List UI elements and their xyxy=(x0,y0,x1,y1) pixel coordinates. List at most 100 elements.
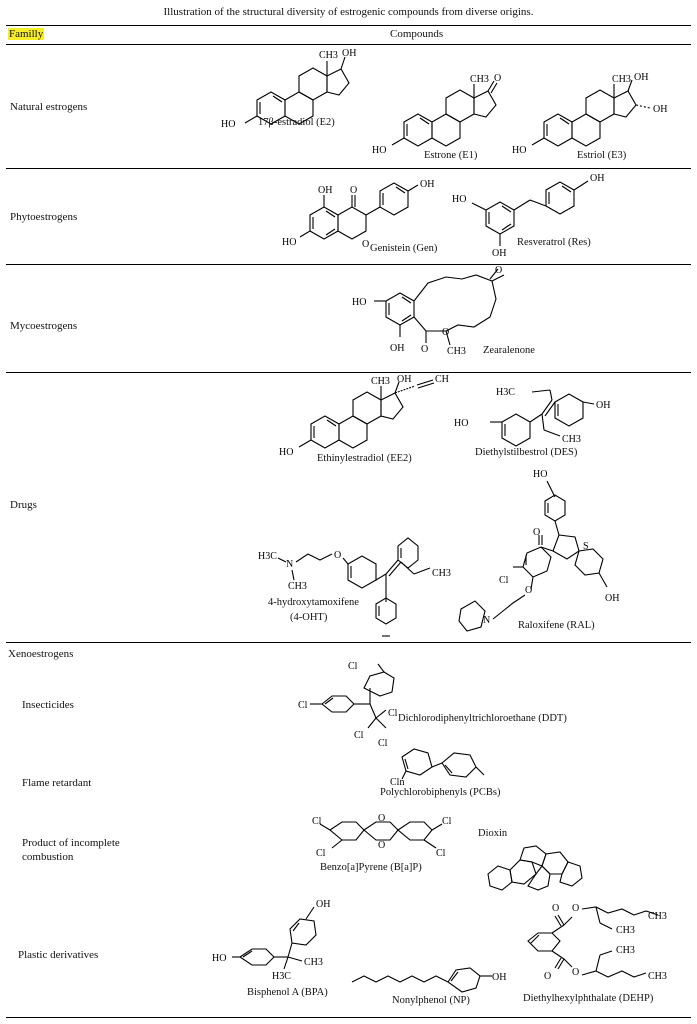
hydroxyl-label: OH xyxy=(634,72,648,83)
row-divider xyxy=(6,264,691,265)
ether-oxygen-label: O xyxy=(525,585,532,596)
res-name: Resveratrol (Res) xyxy=(517,237,591,248)
zearalenone-structure: HO OH O O O CH3 xyxy=(352,265,505,357)
alkyne-label: CH xyxy=(435,374,449,385)
hydroxyl-label: OH xyxy=(342,48,356,59)
ethinylestradiol-structure: HO CH3 OH CH xyxy=(279,374,449,458)
methyl-label: CH3 xyxy=(612,74,631,85)
hydroxyl-label: OH xyxy=(492,972,506,983)
methyl-label: H3C xyxy=(496,387,515,398)
hydroxyl-label: HO xyxy=(454,418,468,429)
hydroxyl-label: HO xyxy=(533,469,547,480)
hydroxyl-label: HO xyxy=(512,145,526,156)
methyl-label: CH3 xyxy=(447,346,466,357)
carbonyl-label: O xyxy=(552,903,559,914)
row-divider xyxy=(6,168,691,169)
zea-name: Zearalenone xyxy=(483,345,535,356)
bap-name: Benzo[a]Pyrene (B[a]P) xyxy=(320,862,422,873)
row-divider xyxy=(6,372,691,373)
hydroxyl-label: OH xyxy=(590,173,604,184)
methyl-label: CH3 xyxy=(288,581,307,592)
row-label-drugs: Drugs xyxy=(10,499,37,511)
dioxin-core-structure: O O Cl Cl Cl Cl xyxy=(312,813,452,859)
benzopyrene-structure xyxy=(487,845,583,891)
gen-name: Genistein (Gen) xyxy=(370,243,438,254)
hydroxyl-label: HO xyxy=(372,145,386,156)
ee2-name: Ethinylestradiol (EE2) xyxy=(317,453,412,464)
row-label-incomplete-combustion: Product of incomplete combustion xyxy=(22,837,120,863)
hydroxyl-label: OH xyxy=(397,374,411,385)
ether-oxygen-label: O xyxy=(334,550,341,561)
estradiol-structure: HO CH3 OH xyxy=(221,48,356,130)
chloro-label: Cl xyxy=(298,700,308,711)
resveratrol-structure: HO OH OH xyxy=(452,173,604,259)
row-label-insecticides: Insecticides xyxy=(22,699,74,711)
chloro-label: Cl xyxy=(388,708,398,719)
dioxin-oxygen-label: O xyxy=(378,840,385,851)
methyl-label: CH3 xyxy=(648,911,667,922)
ketone-label: O xyxy=(495,265,502,276)
methyl-label: CH3 xyxy=(616,945,635,956)
nonylphenol-structure: OH xyxy=(351,967,506,993)
chloro-label: Cl xyxy=(499,575,509,586)
chloro-label: Cl xyxy=(354,730,364,741)
hydroxyl-label: OH xyxy=(492,248,506,259)
oht-name-line1: 4-hydroxytamoxifene xyxy=(268,597,359,608)
table-caption: Illustration of the structural diversity… xyxy=(163,6,534,18)
carbonyl-label: O xyxy=(350,185,357,196)
oht-name-line2: (4-OHT) xyxy=(290,612,328,623)
chloro-label: Cl xyxy=(378,738,388,749)
row-label-flame-retardant: Flame retardant xyxy=(22,777,92,789)
row-label-plastic-derivatives: Plastic derivatives xyxy=(18,949,99,961)
header-compounds: Compounds xyxy=(390,28,444,40)
piperidine-nitrogen-label: N xyxy=(483,615,490,626)
chloro-label: Cl xyxy=(436,848,446,859)
raloxifene-structure: HO S O N Cl O OH xyxy=(458,469,619,632)
chloro-label: Cl xyxy=(312,816,322,827)
dehp-name: Diethylhexylphthalate (DEHP) xyxy=(523,993,654,1004)
methyl-label: CH3 xyxy=(616,925,635,936)
ring-oxygen-label: O xyxy=(362,239,369,250)
hydroxyl-label: OH xyxy=(596,400,610,411)
pcb-name: Polychlorobiphenyls (PCBs) xyxy=(380,787,501,798)
methyl-label: CH3 xyxy=(319,50,338,61)
estrone-structure: HO CH3 O xyxy=(372,73,501,156)
carbonyl-label: O xyxy=(544,971,551,982)
row-label-xenoestrogens: Xenoestrogens xyxy=(8,648,74,660)
hydroxyl-label: OH xyxy=(605,593,619,604)
ester-oxygen-label: O xyxy=(572,903,579,914)
hydroxyl-label: OH xyxy=(653,104,667,115)
chloro-label: Cl xyxy=(348,661,358,672)
methyl-label: CH3 xyxy=(648,971,667,982)
header-family: Familly xyxy=(8,28,45,40)
e1-name: Estrone (E1) xyxy=(424,150,478,161)
hydroxyl-label: HO xyxy=(221,119,235,130)
hydroxyl-label: OH xyxy=(390,343,404,354)
row-label-phytoestrogens: Phytoestrogens xyxy=(10,211,78,223)
hydroxyl-label: HO xyxy=(279,447,293,458)
methyl-label: H3C xyxy=(258,551,277,562)
hydroxytamoxifene-structure: H3C N CH3 O CH3 xyxy=(258,537,451,637)
ddt-name: Dichlorodiphenyltrichloroethane (DDT) xyxy=(398,713,567,724)
chloro-label: Cln xyxy=(390,777,404,788)
methyl-label: H3C xyxy=(272,971,291,982)
e2-name: 17β-estradiol (E2) xyxy=(258,117,335,128)
np-name: Nonylphenol (NP) xyxy=(392,995,470,1006)
hydroxyl-label: HO xyxy=(212,953,226,964)
ral-name: Raloxifene (RAL) xyxy=(518,620,595,631)
amine-label: N xyxy=(286,559,293,570)
hydroxyl-label: OH xyxy=(318,185,332,196)
methyl-label: CH3 xyxy=(562,434,581,445)
carbonyl-label: O xyxy=(533,527,540,538)
row-label-natural-estrogens: Natural estrogens xyxy=(10,101,88,113)
methyl-label: CH3 xyxy=(304,957,323,968)
methyl-label: CH3 xyxy=(470,74,489,85)
dioxin-name: Dioxin xyxy=(478,828,508,839)
bottom-rule xyxy=(6,1017,691,1018)
ester-oxygen-label: O xyxy=(442,327,449,338)
diethylstilbestrol-structure: HO H3C OH CH3 xyxy=(454,387,610,447)
thiophene-sulfur-label: S xyxy=(583,541,589,552)
chloro-label: Cl xyxy=(316,848,326,859)
top-rule xyxy=(6,25,691,26)
methyl-label: CH3 xyxy=(432,568,451,579)
